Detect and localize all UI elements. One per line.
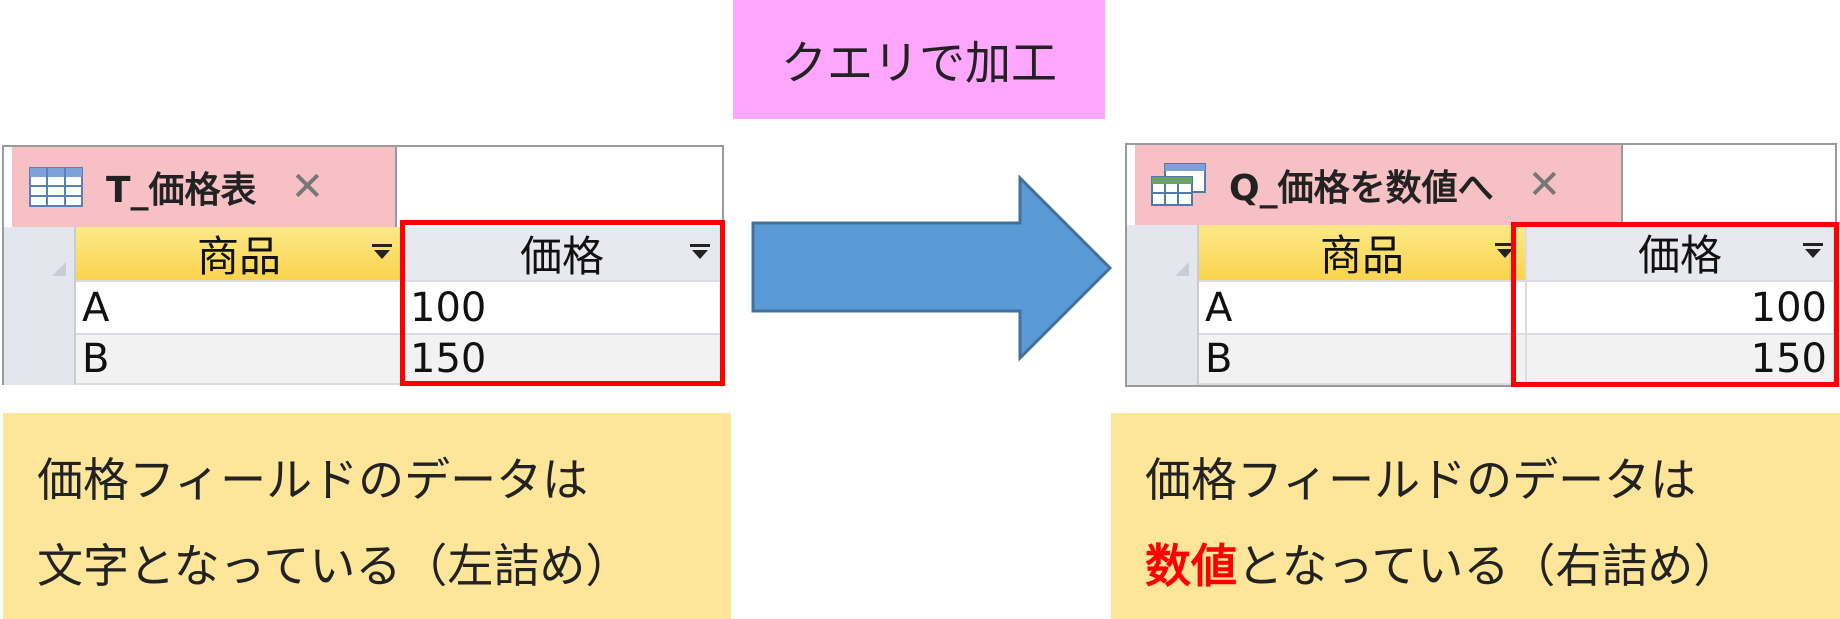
query-icon: [1151, 163, 1207, 206]
table-row[interactable]: B 150: [1127, 335, 1835, 385]
select-all-corner[interactable]: [4, 227, 76, 282]
note-line: 価格フィールドのデータは: [1145, 453, 1697, 507]
cell-product[interactable]: B: [76, 335, 404, 385]
dropdown-arrow-icon[interactable]: [372, 243, 392, 259]
row-selector[interactable]: [1127, 282, 1199, 335]
row-selector[interactable]: [4, 335, 76, 385]
process-label: クエリで加工: [733, 0, 1105, 119]
column-header-product[interactable]: 商品: [76, 227, 404, 282]
tab-title: T_価格表: [106, 170, 257, 211]
note-line: 価格フィールドのデータは: [37, 453, 589, 507]
dropdown-arrow-icon[interactable]: [1495, 242, 1515, 258]
table-row[interactable]: A 100: [1127, 282, 1835, 335]
column-header-label: 商品: [1319, 231, 1404, 280]
column-header-label: 商品: [196, 232, 281, 281]
price-column-highlight-right: [1511, 222, 1839, 387]
tab-t-price-table[interactable]: T_価格表 ✕: [12, 147, 397, 227]
table-row[interactable]: A 100: [4, 282, 722, 335]
cell-price[interactable]: 150: [1527, 335, 1835, 385]
cell-product[interactable]: B: [1199, 335, 1527, 385]
dropdown-arrow-icon[interactable]: [690, 243, 710, 259]
right-query-window: Q_価格を数値へ ✕ 商品 価格 A 100 B 150: [1125, 143, 1837, 387]
datasheet-grid: 商品 価格 A 100 B 150: [4, 227, 722, 385]
cell-product[interactable]: A: [1199, 282, 1527, 335]
note-line-rest: となっている（右詰め）: [1237, 539, 1740, 593]
row-selector[interactable]: [1127, 335, 1199, 385]
price-column-highlight-left: [400, 220, 725, 386]
column-header-price[interactable]: 価格: [1527, 225, 1835, 282]
process-label-text: クエリで加工: [781, 35, 1057, 90]
column-header-label: 価格: [519, 232, 604, 281]
dropdown-arrow-icon[interactable]: [1803, 242, 1823, 258]
cell-product[interactable]: A: [76, 282, 404, 335]
tab-title: Q_価格を数値へ: [1229, 168, 1494, 209]
note-line: 文字となっている（左詰め）: [37, 539, 632, 593]
datasheet-grid: 商品 価格 A 100 B 150: [1127, 225, 1835, 385]
left-note: 価格フィールドのデータは 文字となっている（左詰め）: [3, 413, 731, 619]
cell-price[interactable]: 100: [1527, 282, 1835, 335]
close-icon[interactable]: ✕: [1527, 162, 1562, 208]
column-header-product[interactable]: 商品: [1199, 225, 1527, 282]
table-row[interactable]: B 150: [4, 335, 722, 385]
tab-q-price-to-number[interactable]: Q_価格を数値へ ✕: [1135, 145, 1623, 225]
header-row: 商品 価格: [1127, 225, 1835, 282]
left-table-window: T_価格表 ✕ 商品 価格 A 100 B 150: [2, 145, 724, 385]
row-selector[interactable]: [4, 282, 76, 335]
right-note: 価格フィールドのデータは 数値となっている（右詰め）: [1111, 413, 1840, 619]
cell-price[interactable]: 150: [404, 335, 722, 385]
note-line: 数値となっている（右詰め）: [1145, 523, 1806, 609]
emphasis-numeric: 数値: [1145, 539, 1237, 593]
select-all-corner[interactable]: [1127, 225, 1199, 282]
transform-arrow-icon: [751, 175, 1113, 362]
table-icon: [28, 166, 84, 208]
close-icon[interactable]: ✕: [290, 164, 325, 210]
column-header-label: 価格: [1637, 231, 1722, 280]
